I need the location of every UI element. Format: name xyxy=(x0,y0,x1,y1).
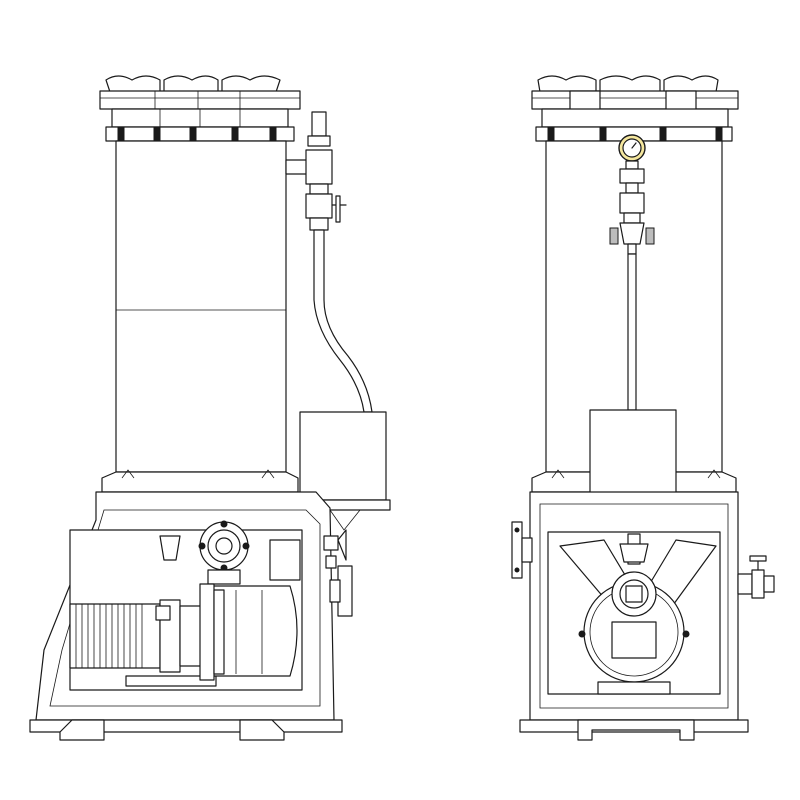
front-top-lid xyxy=(531,75,739,144)
side-filter-chamber xyxy=(115,140,287,473)
front-view xyxy=(511,75,775,741)
front-pressure-gauge xyxy=(609,134,655,255)
side-tank-box xyxy=(299,411,387,501)
front-vertical-pipe xyxy=(627,253,637,411)
front-side-flange xyxy=(511,521,533,579)
side-flanged-outlet xyxy=(323,529,353,617)
side-top-lid xyxy=(99,75,301,144)
side-pump-housing xyxy=(159,520,301,681)
front-pump-housing xyxy=(559,533,717,695)
front-side-valve xyxy=(737,555,775,599)
front-tank-box xyxy=(589,409,677,503)
side-motor xyxy=(69,599,217,687)
side-discharge-pipe xyxy=(285,111,373,413)
side-view xyxy=(29,75,391,741)
